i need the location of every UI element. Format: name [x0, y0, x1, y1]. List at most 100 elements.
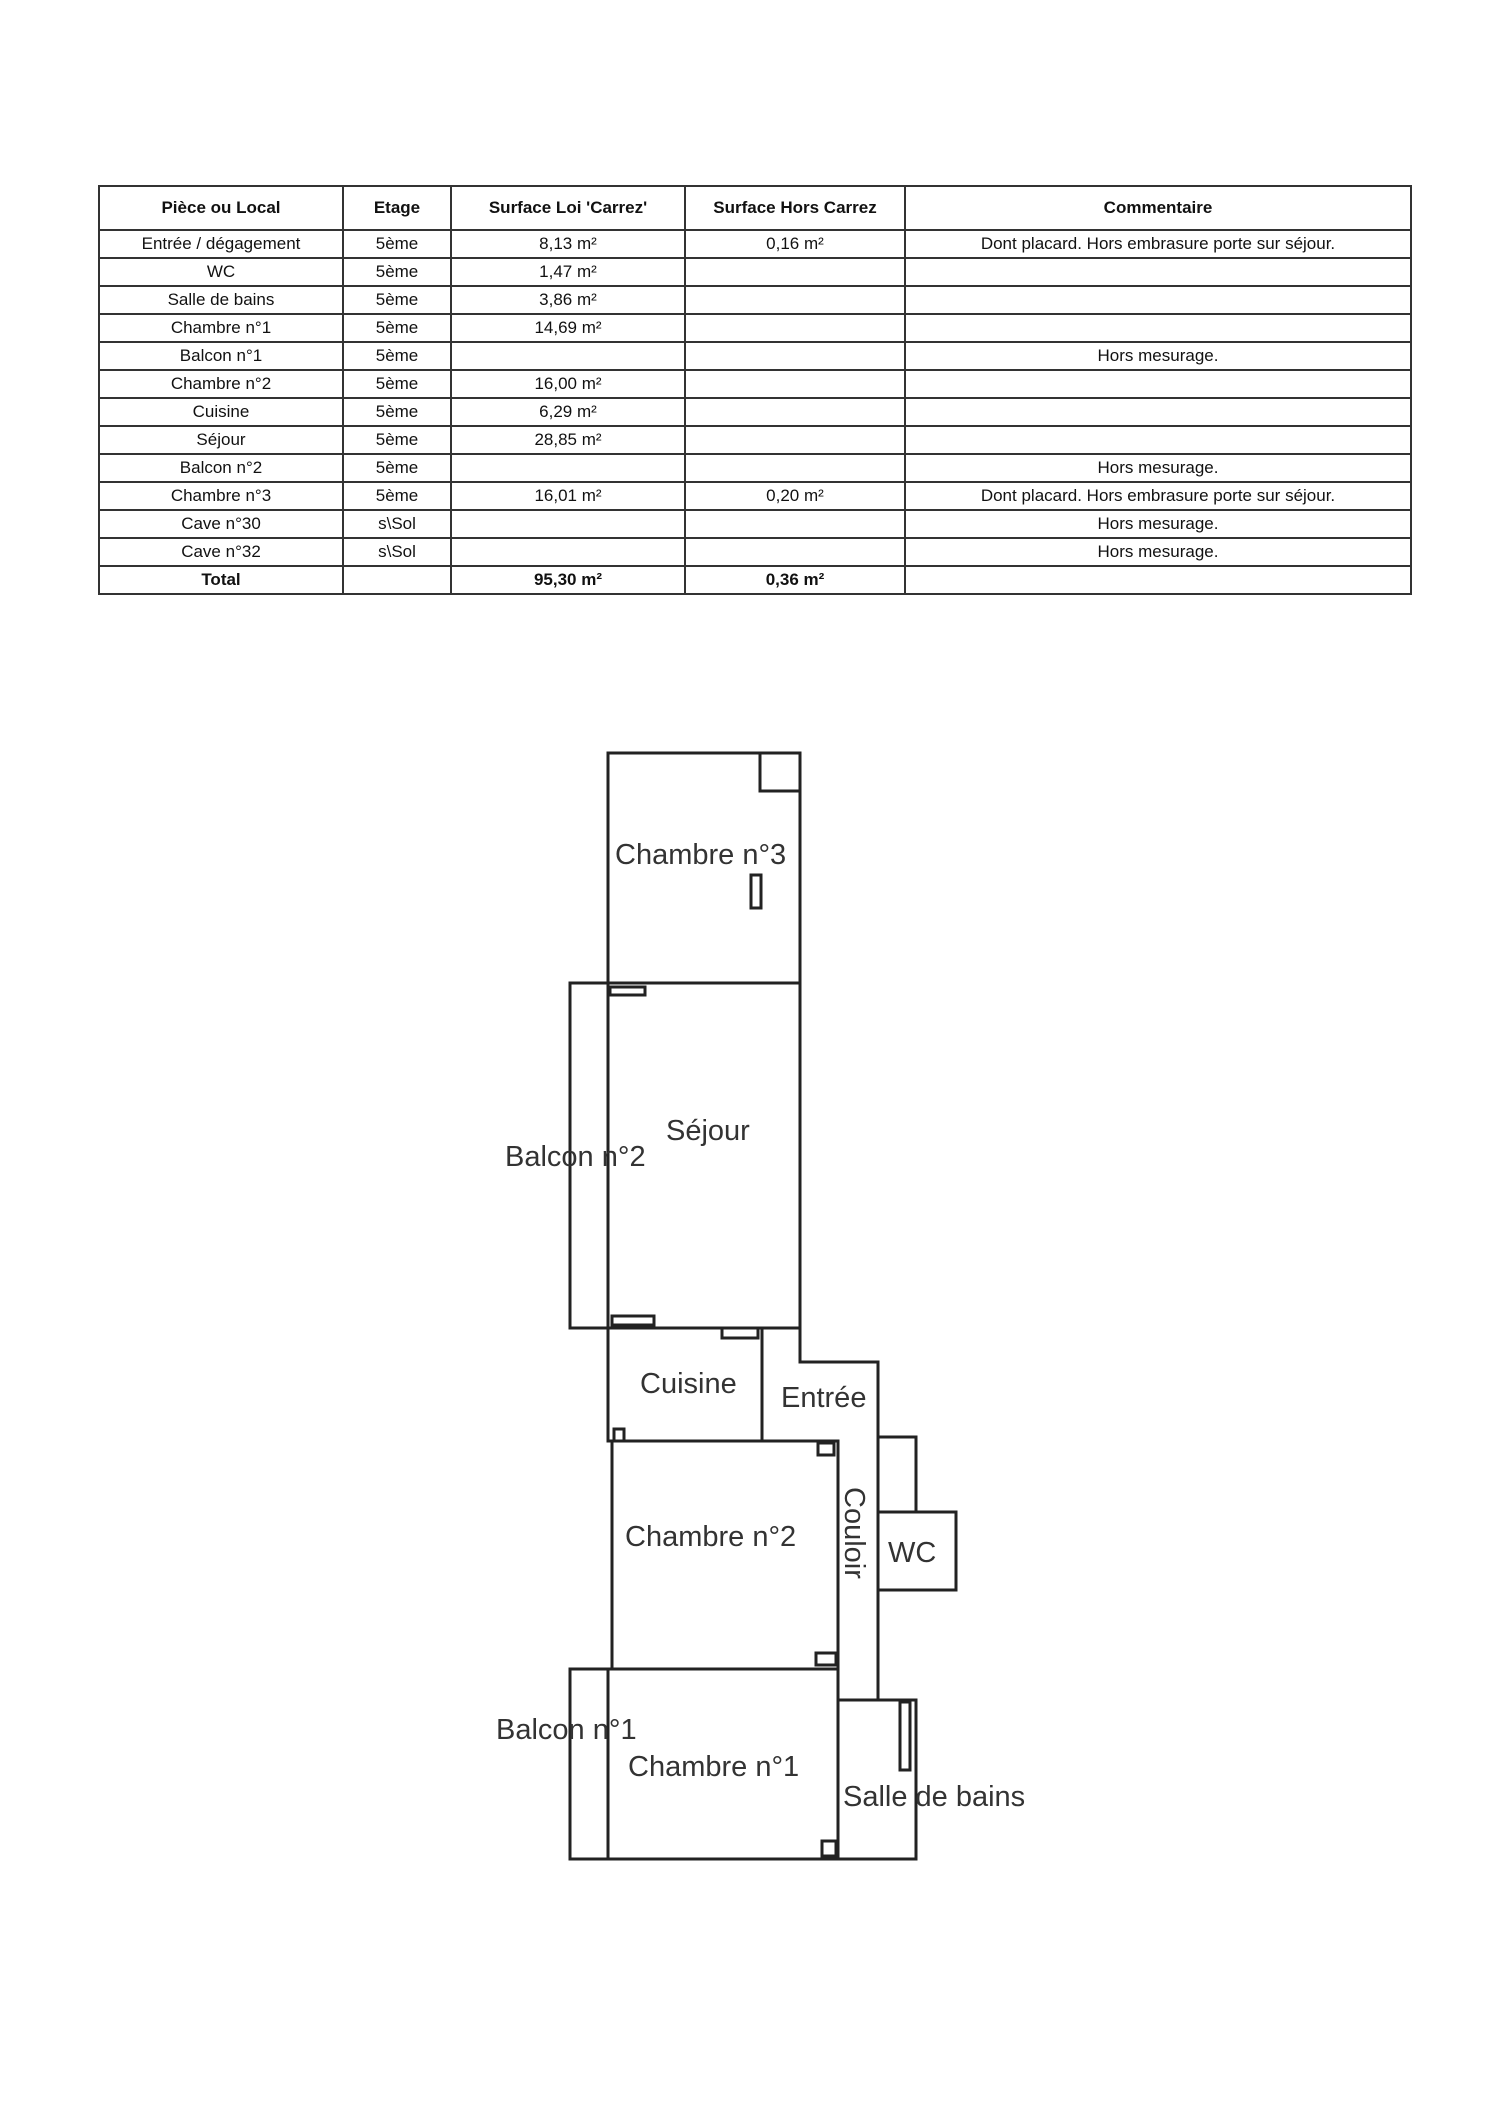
cell-room: Balcon n°1 [98, 341, 344, 371]
cell-comment [904, 285, 1412, 315]
cell-carrez: 16,00 m² [450, 369, 686, 399]
cell-comment [904, 369, 1412, 399]
cell-hors-carrez [684, 397, 906, 427]
total-carrez: 95,30 m² [450, 565, 686, 595]
room-salle-de-bains-outline [836, 1698, 918, 1861]
cell-hors-carrez [684, 313, 906, 343]
cell-comment [904, 313, 1412, 343]
fixture-chambre-2-bottom [814, 1651, 838, 1667]
label-balcon-2: Balcon n°2 [505, 1141, 646, 1173]
cell-carrez: 1,47 m² [450, 257, 686, 287]
total-floor [342, 565, 452, 595]
label-wc: WC [888, 1537, 936, 1569]
label-chambre-2: Chambre n°2 [625, 1521, 796, 1553]
table-row: Séjour 5ème 28,85 m² [98, 425, 1412, 455]
label-balcon-1: Balcon n°1 [496, 1714, 637, 1746]
table-row: Balcon n°1 5ème Hors mesurage. [98, 341, 1412, 371]
cell-floor: 5ème [342, 397, 452, 427]
header-carrez-area: Surface Loi 'Carrez' [450, 185, 686, 231]
table-row: Cuisine 5ème 6,29 m² [98, 397, 1412, 427]
table-row: Entrée / dégagement 5ème 8,13 m² 0,16 m²… [98, 229, 1412, 259]
cell-room: WC [98, 257, 344, 287]
window-sejour-top [608, 985, 647, 997]
cell-comment [904, 425, 1412, 455]
cell-carrez: 8,13 m² [450, 229, 686, 259]
cell-floor: 5ème [342, 369, 452, 399]
label-sejour: Séjour [666, 1115, 750, 1147]
label-salle-de-bains: Salle de bains [843, 1781, 1025, 1813]
cell-floor: 5ème [342, 453, 452, 483]
closet-chambre-3 [758, 751, 802, 793]
fixture-chambre-3 [749, 873, 763, 910]
table-row: Cave n°32 s\Sol Hors mesurage. [98, 537, 1412, 567]
table-row: Salle de bains 5ème 3,86 m² [98, 285, 1412, 315]
header-comment: Commentaire [904, 185, 1412, 231]
label-chambre-3: Chambre n°3 [615, 839, 786, 871]
cell-carrez [450, 341, 686, 371]
cell-hors-carrez [684, 537, 906, 567]
cell-floor: s\Sol [342, 537, 452, 567]
cell-hors-carrez [684, 285, 906, 315]
cell-comment: Hors mesurage. [904, 341, 1412, 371]
entry-corridor-outline [762, 1326, 880, 1700]
header-room: Pièce ou Local [98, 185, 344, 231]
room-chambre-2-outline [610, 1439, 840, 1671]
cell-carrez [450, 537, 686, 567]
table-row: Chambre n°1 5ème 14,69 m² [98, 313, 1412, 343]
window-cuisine [720, 1326, 760, 1340]
wc-access-outline [878, 1435, 918, 1512]
cell-carrez: 3,86 m² [450, 285, 686, 315]
cell-room: Entrée / dégagement [98, 229, 344, 259]
cell-floor: 5ème [342, 257, 452, 287]
cell-room: Chambre n°2 [98, 369, 344, 399]
cell-hors-carrez [684, 509, 906, 539]
cell-room: Cuisine [98, 397, 344, 427]
header-floor: Etage [342, 185, 452, 231]
cell-hors-carrez [684, 341, 906, 371]
table-row: Chambre n°2 5ème 16,00 m² [98, 369, 1412, 399]
cell-comment [904, 397, 1412, 427]
cell-carrez: 14,69 m² [450, 313, 686, 343]
cell-hors-carrez: 0,20 m² [684, 481, 906, 511]
fixture-chambre-2-top [816, 1441, 836, 1457]
cell-room: Balcon n°2 [98, 453, 344, 483]
cell-room: Salle de bains [98, 285, 344, 315]
fixture-chambre-1 [820, 1839, 838, 1858]
label-entree: Entrée [781, 1382, 866, 1414]
cell-hors-carrez [684, 453, 906, 483]
cell-comment: Dont placard. Hors embrasure porte sur s… [904, 481, 1412, 511]
fixture-cuisine [612, 1427, 626, 1443]
fixture-salle-de-bains [898, 1700, 912, 1772]
cell-comment [904, 257, 1412, 287]
cell-floor: 5ème [342, 425, 452, 455]
total-label: Total [98, 565, 344, 595]
cell-room: Chambre n°1 [98, 313, 344, 343]
balcony-1-outline [568, 1667, 610, 1861]
cell-hors-carrez [684, 257, 906, 287]
cell-room: Cave n°32 [98, 537, 344, 567]
cell-carrez: 28,85 m² [450, 425, 686, 455]
label-couloir: Couloir [838, 1487, 870, 1579]
cell-carrez [450, 509, 686, 539]
area-measurement-table: Pièce ou Local Etage Surface Loi 'Carrez… [98, 185, 1412, 595]
cell-carrez: 6,29 m² [450, 397, 686, 427]
cell-carrez: 16,01 m² [450, 481, 686, 511]
cell-floor: 5ème [342, 481, 452, 511]
cell-hors-carrez [684, 369, 906, 399]
cell-comment: Hors mesurage. [904, 537, 1412, 567]
total-comment [904, 565, 1412, 595]
table-row: WC 5ème 1,47 m² [98, 257, 1412, 287]
label-chambre-1: Chambre n°1 [628, 1751, 799, 1783]
cell-carrez [450, 453, 686, 483]
table-row: Balcon n°2 5ème Hors mesurage. [98, 453, 1412, 483]
table-row: Cave n°30 s\Sol Hors mesurage. [98, 509, 1412, 539]
cell-room: Cave n°30 [98, 509, 344, 539]
cell-hors-carrez [684, 425, 906, 455]
table-row: Chambre n°3 5ème 16,01 m² 0,20 m² Dont p… [98, 481, 1412, 511]
cell-comment: Hors mesurage. [904, 453, 1412, 483]
window-sejour-bottom [610, 1314, 656, 1327]
label-cuisine: Cuisine [640, 1368, 737, 1400]
cell-hors-carrez: 0,16 m² [684, 229, 906, 259]
header-non-carrez-area: Surface Hors Carrez [684, 185, 906, 231]
